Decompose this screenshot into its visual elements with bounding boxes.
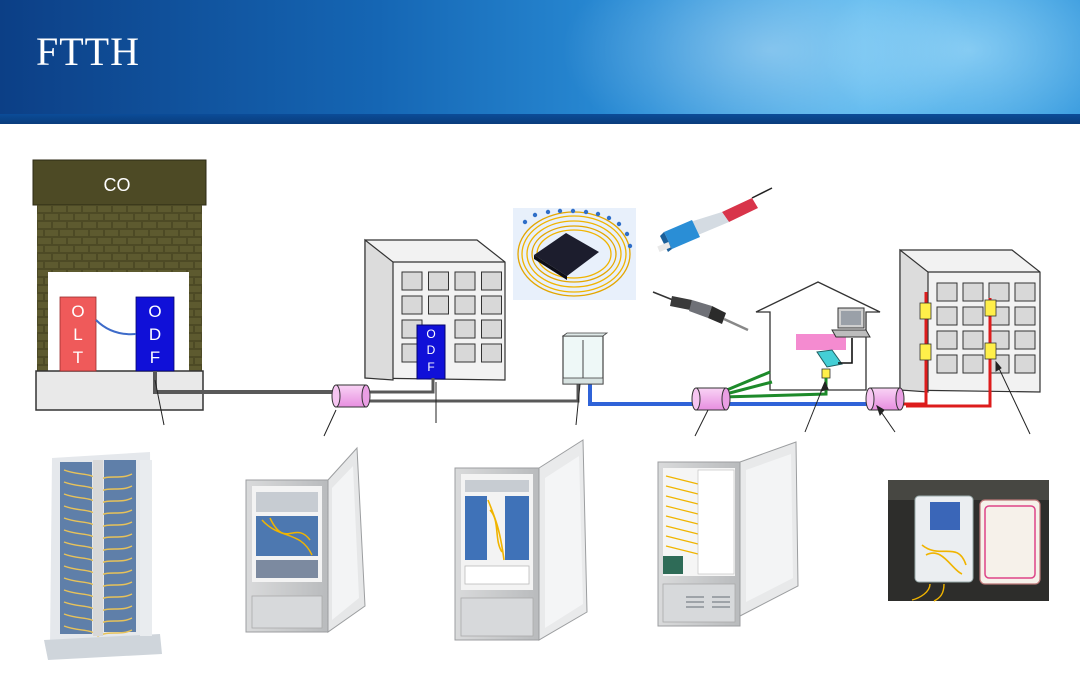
odf-letter-2: D [149, 325, 161, 344]
riser-splitter-icon [919, 302, 932, 320]
patch-fiber [665, 515, 699, 525]
adapter-photo [652, 291, 749, 332]
window-icon [988, 282, 1010, 302]
window-icon [481, 319, 502, 339]
window-icon [454, 271, 476, 291]
window-icon [1014, 282, 1036, 302]
splice-closure-icon [691, 387, 731, 411]
building-odf [416, 324, 446, 380]
onu-device-icon [816, 349, 843, 368]
co-label: CO [104, 175, 131, 195]
window-icon [481, 271, 502, 291]
cabinet-photo-2 [454, 439, 588, 641]
building-mid: O D F [364, 238, 506, 381]
trunk-cables [153, 371, 870, 406]
olt-letter-2: L [73, 325, 82, 344]
window-icon [1014, 306, 1036, 326]
olt-letter-1: O [71, 302, 84, 321]
window-icon [1014, 330, 1036, 350]
window-icon [962, 330, 984, 350]
patch-fiber [665, 485, 699, 495]
leader-lines [154, 360, 1031, 437]
building-right [899, 248, 1041, 393]
co-odf-rack [135, 296, 175, 372]
splitter-photo [513, 208, 636, 300]
connector-photo [657, 187, 773, 253]
patch-fiber [665, 525, 699, 535]
window-icon [936, 306, 958, 326]
bodf-letter-2: D [427, 343, 436, 357]
cabinet-photo-1 [245, 446, 366, 633]
window-icon [936, 330, 958, 350]
computer-keyboard-icon [831, 329, 871, 338]
window-icon [454, 319, 476, 339]
splitter-chip-icon [534, 233, 599, 276]
window-icon [401, 295, 423, 315]
olt-letter-3: T [73, 348, 83, 367]
header-banner: FTTH [0, 0, 1080, 124]
riser-splitter-icon [984, 299, 997, 317]
window-icon [454, 295, 476, 315]
header-glow [820, 0, 1080, 124]
page-title: FTTH [36, 29, 140, 74]
patch-fiber [665, 535, 699, 545]
house [755, 281, 881, 391]
patch-fiber [665, 505, 699, 515]
splice-closures [331, 384, 905, 411]
building-mid-windows [401, 271, 502, 363]
riser-splitter-icon [984, 342, 997, 360]
patch-fiber [665, 495, 699, 505]
odf-letter-3: F [150, 348, 160, 367]
splice-closure-icon [865, 387, 905, 411]
splice-closure-icon [331, 384, 371, 408]
header-stripe [0, 114, 1080, 124]
window-icon [428, 271, 449, 291]
window-icon [454, 343, 476, 363]
odf-letter-1: O [148, 302, 161, 321]
central-office: CO O L T O D F [32, 159, 207, 411]
fdt-cabinet-icon [561, 332, 609, 385]
house-socket-icon [821, 368, 831, 379]
window-icon [428, 295, 449, 315]
building-right-windows [936, 282, 1036, 374]
window-icon [1014, 354, 1036, 374]
window-icon [936, 282, 958, 302]
window-icon [481, 343, 502, 363]
distribution-box-photo [888, 480, 1049, 602]
building-mid-side [364, 238, 394, 381]
cabinet-photo-3 [657, 441, 799, 627]
patch-fiber [665, 475, 699, 485]
building-right-side [899, 248, 929, 393]
window-icon [962, 354, 984, 374]
bodf-letter-1: O [426, 327, 435, 341]
window-icon [962, 306, 984, 326]
odf-rack-photo [44, 452, 162, 660]
window-icon [401, 271, 423, 291]
bodf-letter-3: F [427, 360, 434, 374]
riser-splitter-icon [919, 343, 932, 361]
red-risers [902, 292, 997, 408]
window-icon [962, 282, 984, 302]
window-icon [936, 354, 958, 374]
olt-odf-patch [95, 319, 137, 336]
olt-rack [59, 296, 97, 372]
house-pink-patch [796, 334, 846, 350]
patch-fiber [665, 545, 699, 555]
window-icon [481, 295, 502, 315]
co-roof [32, 159, 207, 206]
